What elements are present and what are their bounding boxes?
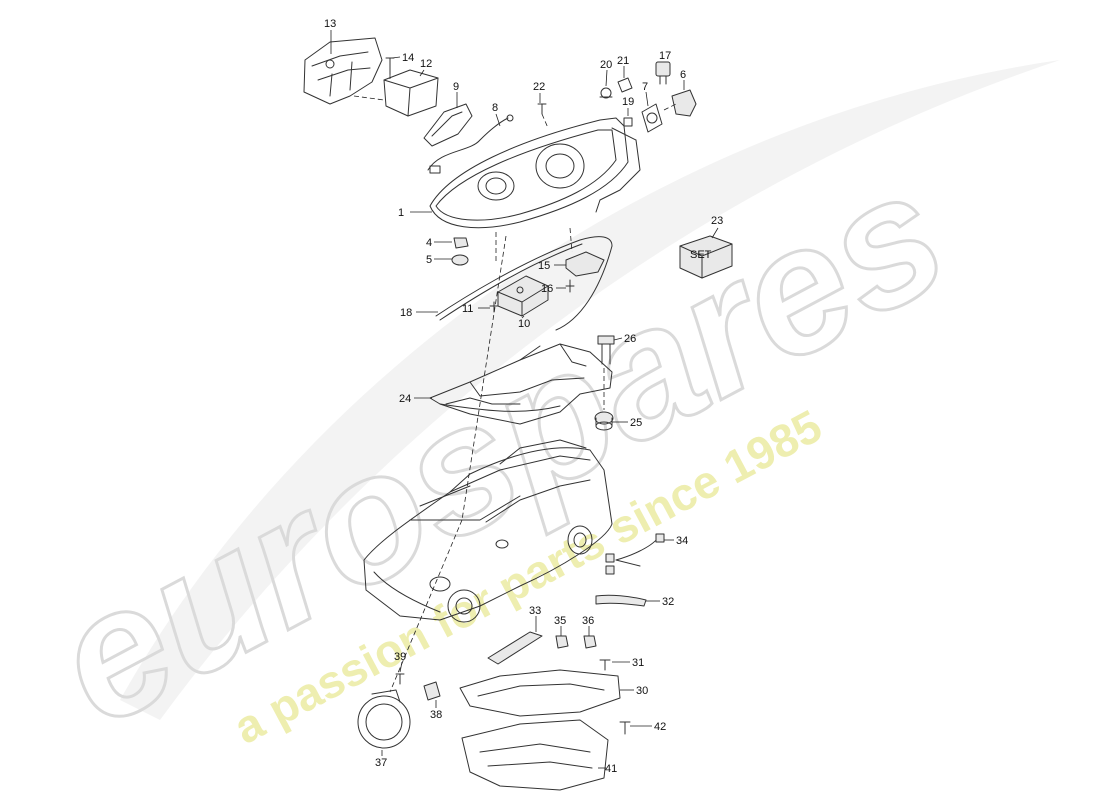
mounting-bracket-13: [303, 37, 383, 105]
callout-4: 4: [426, 237, 432, 249]
callout-5: 5: [426, 254, 432, 266]
callout-15: 15: [538, 260, 550, 272]
callout-42: 42: [654, 721, 666, 733]
bulb-17: [655, 61, 671, 85]
callout-19: 19: [622, 96, 634, 108]
callout-6: 6: [680, 69, 686, 81]
vehicle-illustration: [363, 439, 613, 623]
bumper-grille-41: [461, 719, 609, 791]
bolt-26: [597, 335, 615, 365]
fog-lamp-trim-30: [459, 669, 621, 717]
screw-22: [537, 103, 549, 129]
callout-24: 24: [399, 393, 411, 405]
callout-16: 16: [541, 283, 553, 295]
screw-42: [619, 721, 631, 735]
callout-1: 1: [398, 207, 404, 219]
callout-33: 33: [529, 605, 541, 617]
harness-34: [605, 533, 665, 575]
set-box-23: SET: [679, 235, 733, 279]
callout-leaders: [330, 30, 719, 769]
callout-21: 21: [617, 55, 629, 67]
seal-strip-18: [435, 236, 613, 331]
watermark: eurospares a passion for parts since 198…: [22, 60, 1060, 766]
callout-14: 14: [402, 52, 414, 64]
callout-34: 34: [676, 535, 688, 547]
callout-12: 12: [420, 58, 432, 70]
wiring-harness-8: [427, 114, 514, 174]
callout-18: 18: [400, 307, 412, 319]
callout-7: 7: [642, 81, 648, 93]
callout-31: 31: [632, 657, 644, 669]
fog-lamp-37: [357, 689, 411, 749]
callout-38: 38: [430, 709, 442, 721]
module-12: [353, 69, 439, 117]
callout-8: 8: [492, 102, 498, 114]
control-unit-15: [565, 251, 605, 277]
callout-37: 37: [375, 757, 387, 769]
washer-5: [451, 254, 469, 266]
callout-30: 30: [636, 685, 648, 697]
bulb-holder-7: [641, 103, 663, 133]
callout-13: 13: [324, 18, 336, 30]
callout-32: 32: [662, 596, 674, 608]
control-unit-10: [497, 275, 549, 317]
callout-23: 23: [711, 215, 723, 227]
callout-17: 17: [659, 50, 671, 62]
callout-35: 35: [554, 615, 566, 627]
callout-9: 9: [453, 81, 459, 93]
bulb-36: [583, 635, 597, 649]
callout-26: 26: [624, 333, 636, 345]
headlamp-assembly-1: [429, 117, 641, 229]
callout-22: 22: [533, 81, 545, 93]
screw-39: [395, 673, 405, 685]
callout-11: 11: [462, 303, 473, 315]
side-marker-strip-32: [595, 594, 647, 607]
callout-36: 36: [582, 615, 594, 627]
adjuster-25: [594, 368, 614, 431]
screw-16: [565, 279, 575, 293]
bulb-35: [555, 635, 569, 649]
reflector-33: [487, 631, 543, 665]
set-box-label: SET: [690, 249, 712, 261]
callout-10: 10: [518, 318, 530, 330]
clip-19: [623, 117, 633, 127]
callout-39: 39: [394, 651, 406, 663]
callout-20: 20: [600, 59, 612, 71]
lower-carrier-24: [429, 343, 613, 425]
callout-numbers: 13 14 12 9 8 22 20 21 17 7 6 19 1 4 5 15…: [324, 18, 723, 775]
nut-4: [453, 237, 469, 249]
cover-bracket-9: [423, 103, 473, 147]
callout-25: 25: [630, 417, 642, 429]
callout-41: 41: [605, 763, 617, 775]
screw-11: [489, 301, 499, 313]
bulb-socket-6: [663, 89, 697, 117]
bulb-20: [599, 87, 613, 99]
bulb-socket-38: [423, 681, 441, 701]
screw-31: [599, 659, 611, 671]
cap-21: [617, 77, 633, 93]
